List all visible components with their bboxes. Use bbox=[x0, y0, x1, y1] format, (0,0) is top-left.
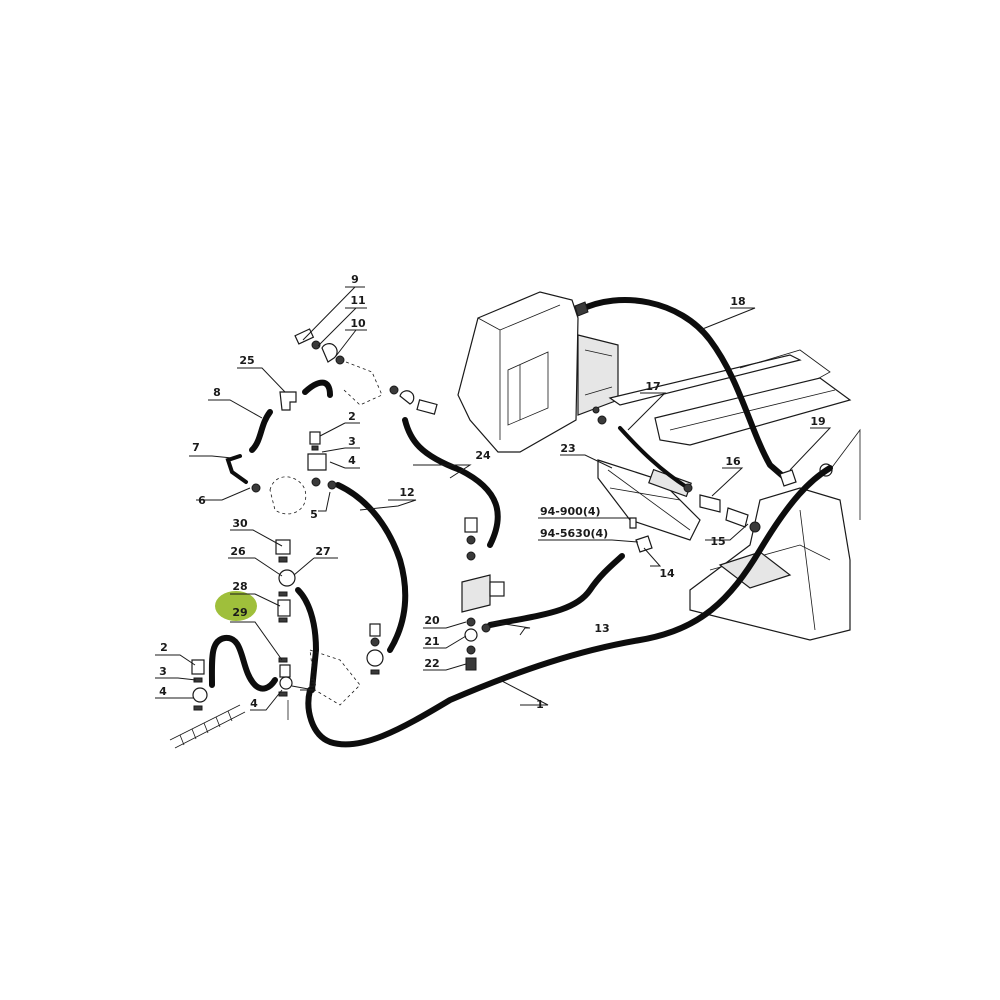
label-5: 5 bbox=[310, 508, 318, 521]
label-28: 28 bbox=[232, 580, 247, 593]
label-18: 18 bbox=[730, 295, 745, 308]
label-2-upper: 2 bbox=[348, 410, 356, 423]
label-30: 30 bbox=[232, 517, 248, 530]
label-20: 20 bbox=[424, 614, 440, 627]
label-14: 14 bbox=[659, 567, 675, 580]
hose-13 bbox=[487, 553, 625, 628]
label-9: 9 bbox=[351, 273, 359, 286]
callout-labels: 9 11 10 25 8 7 6 2 3 4 5 12 24 30 26 27 … bbox=[159, 273, 825, 711]
label-19: 19 bbox=[810, 415, 825, 428]
hose-24 bbox=[402, 417, 501, 548]
label-11: 11 bbox=[350, 294, 365, 307]
frame-rail bbox=[608, 349, 852, 446]
label-1: 1 bbox=[536, 698, 544, 711]
label-24: 24 bbox=[475, 449, 491, 462]
label-ref-94-5630: 94-5630(4) bbox=[540, 527, 608, 540]
filter-bracket bbox=[597, 459, 701, 541]
label-2-lower: 2 bbox=[160, 641, 168, 654]
hose-1 bbox=[305, 465, 833, 748]
label-21: 21 bbox=[424, 635, 439, 648]
label-ref-94-900: 94-900(4) bbox=[540, 505, 601, 518]
label-4-lower: 4 bbox=[159, 685, 167, 698]
label-4-upper: 4 bbox=[348, 454, 356, 467]
fuel-tank bbox=[457, 291, 619, 453]
hose-18 bbox=[577, 297, 788, 481]
fittings bbox=[169, 301, 797, 749]
label-23: 23 bbox=[560, 442, 575, 455]
label-10: 10 bbox=[350, 317, 366, 330]
label-3-lower: 3 bbox=[159, 665, 167, 678]
label-26: 26 bbox=[230, 545, 246, 558]
label-4-middle: 4 bbox=[250, 697, 258, 710]
hose-17 bbox=[618, 426, 690, 490]
label-3-middle: 3 bbox=[309, 677, 317, 690]
label-6: 6 bbox=[198, 494, 206, 507]
label-8: 8 bbox=[213, 386, 221, 399]
label-17: 17 bbox=[645, 380, 660, 393]
hose-12 bbox=[335, 482, 409, 653]
label-13: 13 bbox=[594, 622, 609, 635]
hose-left-loop bbox=[208, 635, 278, 692]
label-25: 25 bbox=[239, 354, 254, 367]
label-22: 22 bbox=[424, 657, 439, 670]
label-3-upper: 3 bbox=[348, 435, 356, 448]
label-27: 27 bbox=[315, 545, 330, 558]
hoses bbox=[208, 297, 833, 748]
label-7: 7 bbox=[192, 441, 200, 454]
label-29: 29 bbox=[232, 606, 247, 619]
highlight-marker bbox=[215, 591, 257, 621]
leader-lines bbox=[155, 286, 832, 711]
label-15: 15 bbox=[710, 535, 725, 548]
label-16: 16 bbox=[725, 455, 741, 468]
hose-8 bbox=[249, 409, 273, 453]
label-12: 12 bbox=[399, 486, 414, 499]
